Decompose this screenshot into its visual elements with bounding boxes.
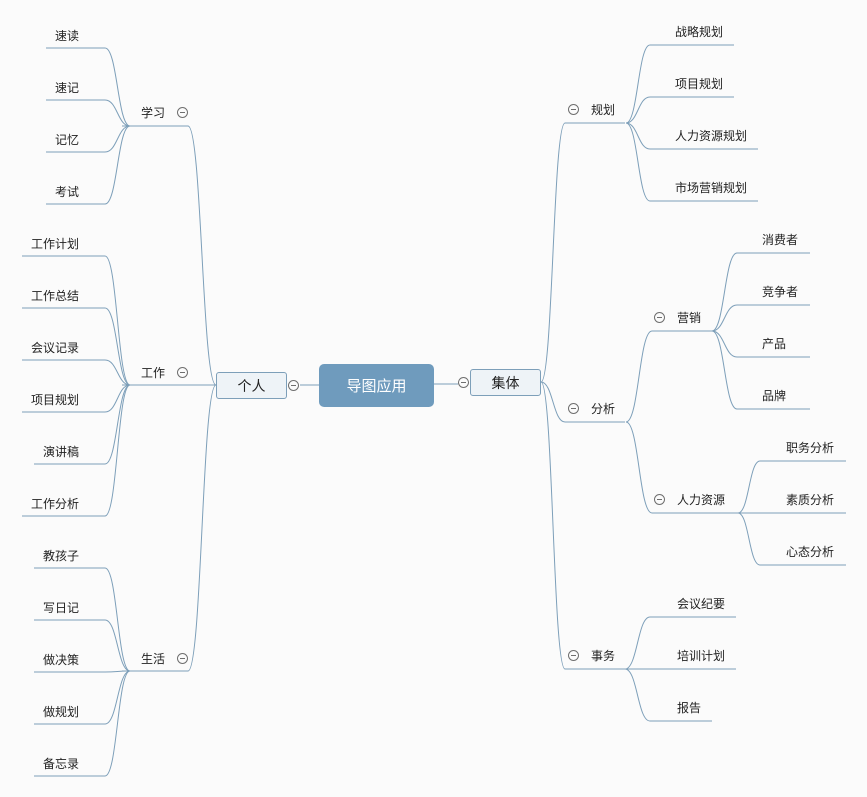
leaf-meeting-record[interactable]: 会议记录 [31, 341, 80, 355]
leaf-memo[interactable]: 备忘录 [43, 757, 80, 771]
leaf-strategy-plan[interactable]: 战略规划 [675, 25, 724, 39]
leaf-exam[interactable]: 考试 [55, 185, 80, 199]
leaf-quality-analysis[interactable]: 素质分析 [786, 493, 835, 507]
leaf-work-plan[interactable]: 工作计划 [31, 237, 80, 251]
leaf-connector-line [104, 47, 131, 127]
leaf-connector-line [104, 125, 131, 153]
leaf-connector-line [624, 616, 651, 670]
leaf-connector-line [104, 619, 131, 672]
leaf-memory[interactable]: 记忆 [55, 133, 80, 147]
leaf-meeting-minutes[interactable]: 会议纪要 [677, 597, 726, 611]
subgroup-connector-line [625, 421, 653, 514]
leaf-connector-line [104, 670, 131, 777]
personal-to-group-line [187, 384, 217, 672]
leaf-connector-line [104, 384, 131, 413]
leaf-planning[interactable]: 做规划 [43, 705, 80, 719]
leaf-connector-line [104, 307, 131, 386]
subgroup-hr[interactable]: 人力资源 [677, 493, 726, 507]
leaf-report[interactable]: 报告 [677, 701, 702, 715]
group-analysis[interactable]: 分析 [591, 402, 616, 416]
subgroup-marketing[interactable]: 营销 [677, 311, 702, 325]
leaf-connector-line [737, 460, 761, 514]
leaf-connector-line [711, 304, 738, 332]
leaf-hr-plan[interactable]: 人力资源规划 [675, 129, 748, 143]
leaf-connector-line [104, 384, 131, 465]
leaf-connector-line [104, 125, 131, 205]
group-life[interactable]: 生活 [141, 652, 166, 666]
leaf-training-plan[interactable]: 培训计划 [677, 649, 726, 663]
leaf-connector-line [625, 96, 651, 124]
collapse-work-icon[interactable] [177, 367, 188, 378]
leaf-connector-line [625, 122, 651, 202]
leaf-speech[interactable]: 演讲稿 [43, 445, 80, 459]
collective-to-group-line [540, 122, 566, 383]
group-work[interactable]: 工作 [141, 366, 166, 380]
leaf-connector-line [711, 330, 738, 358]
leaf-connector-line [104, 670, 131, 725]
collapse-hr-icon[interactable] [654, 494, 665, 505]
leaf-teach-kids[interactable]: 教孩子 [43, 549, 80, 563]
leaf-connector-line [104, 567, 131, 672]
leaf-brand[interactable]: 品牌 [762, 389, 787, 403]
personal-to-group-line [187, 125, 217, 386]
leaf-connector-line [711, 330, 738, 410]
leaf-connector-line [625, 122, 651, 150]
leaf-connector-line [104, 384, 131, 517]
leaf-speed-reading[interactable]: 速读 [55, 29, 80, 43]
central-topic[interactable]: 导图应用 [319, 364, 434, 407]
leaf-connector-line [624, 668, 651, 722]
leaf-connector-line [711, 252, 738, 332]
collapse-study-icon[interactable] [177, 107, 188, 118]
collective-to-group-line [540, 381, 566, 423]
leaf-consumer[interactable]: 消费者 [762, 233, 799, 247]
collapse-collective-icon[interactable] [458, 377, 469, 388]
leaf-marketing-plan[interactable]: 市场营销规划 [675, 181, 748, 195]
leaf-project-plan-personal[interactable]: 项目规划 [31, 393, 80, 407]
subgroup-connector-line [625, 330, 653, 423]
collective-to-group-line [540, 381, 566, 670]
leaf-connector-line [737, 512, 761, 566]
branch-personal[interactable]: 个人 [216, 372, 287, 399]
group-study[interactable]: 学习 [141, 106, 166, 120]
collapse-personal-icon[interactable] [288, 380, 299, 391]
leaf-competitor[interactable]: 竞争者 [762, 285, 799, 299]
leaf-connector-line [104, 255, 131, 386]
leaf-project-plan[interactable]: 项目规划 [675, 77, 724, 91]
leaf-connector-line [104, 99, 131, 127]
collapse-affairs-icon[interactable] [568, 650, 579, 661]
collapse-marketing-icon[interactable] [654, 312, 665, 323]
leaf-connector-line [625, 44, 651, 124]
leaf-connector-line [104, 359, 131, 386]
leaf-work-analysis[interactable]: 工作分析 [31, 497, 80, 511]
leaf-connector-line [104, 670, 131, 673]
collapse-planning-icon[interactable] [568, 104, 579, 115]
group-planning[interactable]: 规划 [591, 103, 616, 117]
group-affairs[interactable]: 事务 [591, 649, 616, 663]
branch-collective[interactable]: 集体 [470, 369, 541, 396]
leaf-job-analysis[interactable]: 职务分析 [786, 441, 835, 455]
leaf-shorthand[interactable]: 速记 [55, 81, 80, 95]
collapse-life-icon[interactable] [177, 653, 188, 664]
leaf-diary[interactable]: 写日记 [43, 601, 80, 615]
collapse-analysis-icon[interactable] [568, 403, 579, 414]
leaf-work-summary[interactable]: 工作总结 [31, 289, 80, 303]
leaf-mindset-analysis[interactable]: 心态分析 [786, 545, 835, 559]
leaf-decision[interactable]: 做决策 [43, 653, 80, 667]
leaf-product[interactable]: 产品 [762, 337, 787, 351]
